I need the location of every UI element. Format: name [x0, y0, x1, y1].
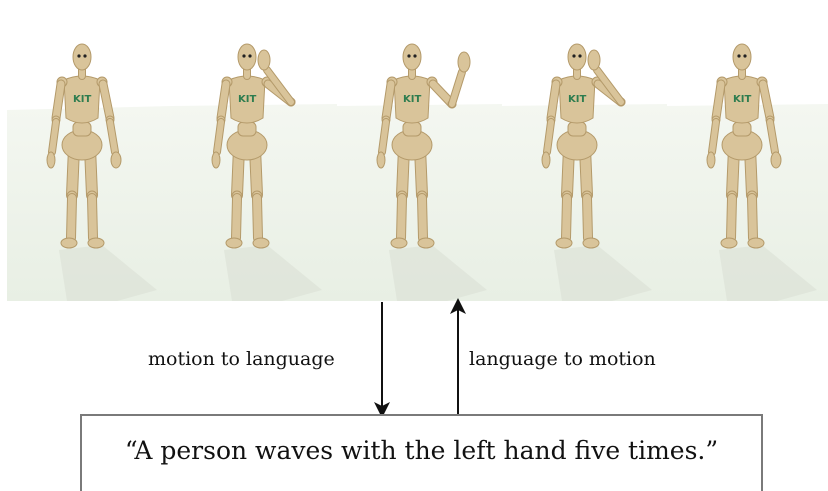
right-shin: [752, 198, 753, 238]
left-hand: [771, 152, 781, 168]
left-shin: [401, 198, 402, 238]
waist: [733, 122, 751, 136]
left-foot: [61, 238, 77, 248]
left-hand: [588, 50, 600, 70]
left-shin: [566, 198, 567, 238]
right-forearm: [547, 122, 551, 152]
left-foot: [226, 238, 242, 248]
right-hand: [377, 152, 385, 168]
kit-logo: KIT: [238, 94, 256, 105]
right-forearm: [382, 122, 386, 152]
motion-frame-2: KIT: [172, 0, 337, 301]
eye-right: [248, 54, 251, 57]
right-upper-arm: [551, 84, 556, 118]
right-hand: [47, 152, 55, 168]
left-shin: [71, 198, 72, 238]
right-shin: [92, 198, 93, 238]
right-shin: [257, 198, 258, 238]
right-forearm: [52, 122, 56, 152]
caption-text: “A person waves with the left hand five …: [82, 434, 761, 468]
left-hand: [258, 50, 270, 70]
left-foot: [391, 238, 407, 248]
left-foot: [721, 238, 737, 248]
right-hand: [212, 152, 220, 168]
mannequin-figure-3: KIT: [337, 0, 502, 301]
right-foot: [583, 238, 599, 248]
right-upper-arm: [716, 84, 721, 118]
mannequin-figure-2: KIT: [172, 0, 337, 301]
right-shin: [422, 198, 423, 238]
head: [568, 44, 586, 70]
motion-frame-1: KIT: [7, 0, 172, 301]
mannequin-figure-4: KIT: [502, 0, 667, 301]
motion-frames-strip: KIT KIT KIT KIT KIT: [7, 0, 828, 301]
kit-logo: KIT: [568, 94, 586, 105]
left-hand: [458, 52, 470, 72]
kit-logo: KIT: [403, 94, 421, 105]
eye-left: [242, 54, 245, 57]
head: [403, 44, 421, 70]
language-to-motion-label: language to motion: [469, 347, 656, 371]
eye-left: [77, 54, 80, 57]
motion-frame-3: KIT: [337, 0, 502, 301]
mannequin-figure-5: KIT: [667, 0, 828, 301]
right-foot: [88, 238, 104, 248]
left-foot: [556, 238, 572, 248]
eye-left: [737, 54, 740, 57]
motion-frame-4: KIT: [502, 0, 667, 301]
right-upper-arm: [386, 84, 391, 118]
left-hand: [111, 152, 121, 168]
right-foot: [253, 238, 269, 248]
right-hand: [542, 152, 550, 168]
kit-logo: KIT: [73, 94, 91, 105]
mannequin-figure-1: KIT: [7, 0, 172, 301]
eye-right: [743, 54, 746, 57]
head: [73, 44, 91, 70]
head: [238, 44, 256, 70]
left-shin: [731, 198, 732, 238]
right-forearm: [217, 122, 221, 152]
eye-right: [578, 54, 581, 57]
right-foot: [748, 238, 764, 248]
head: [733, 44, 751, 70]
right-hand: [707, 152, 715, 168]
right-upper-arm: [56, 84, 61, 118]
eye-right: [413, 54, 416, 57]
waist: [568, 122, 586, 136]
waist: [73, 122, 91, 136]
motion-frame-5: KIT: [667, 0, 828, 301]
eye-right: [83, 54, 86, 57]
caption-box: “A person waves with the left hand five …: [80, 414, 763, 491]
motion-to-language-label: motion to language: [148, 347, 335, 371]
waist: [238, 122, 256, 136]
eye-left: [407, 54, 410, 57]
right-upper-arm: [221, 84, 226, 118]
waist: [403, 122, 421, 136]
right-shin: [587, 198, 588, 238]
right-forearm: [712, 122, 716, 152]
left-shin: [236, 198, 237, 238]
kit-logo: KIT: [733, 94, 751, 105]
eye-left: [572, 54, 575, 57]
right-foot: [418, 238, 434, 248]
